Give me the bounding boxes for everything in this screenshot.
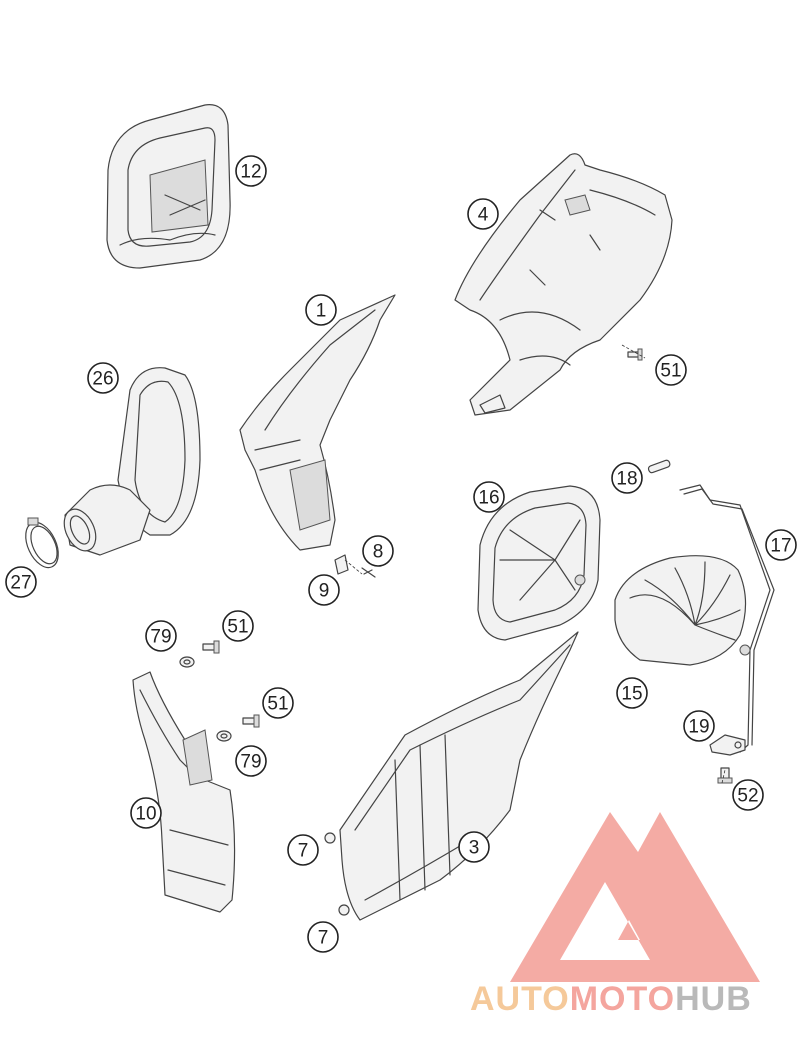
callout-number: 26 [92, 369, 113, 390]
callout-circle [235, 155, 267, 187]
part-7-clip-b [338, 904, 350, 916]
part-7-clip-a [324, 832, 336, 844]
callout-circle [262, 687, 294, 719]
callout-c51a: 51 [655, 354, 687, 386]
callout-c52: 52 [732, 779, 764, 811]
part-3-side-cover [339, 631, 579, 921]
callout-circle [362, 535, 394, 567]
callout-number: 15 [621, 684, 642, 705]
callout-circle [683, 710, 715, 742]
part-18-pin [647, 459, 671, 474]
callout-number: 1 [316, 301, 327, 322]
watermark-hub: HUB [675, 980, 752, 1018]
callout-circle [222, 610, 254, 642]
callout-circle [145, 620, 177, 652]
watermark-logo [510, 812, 760, 982]
callout-number: 7 [298, 841, 309, 862]
callout-circle [458, 831, 490, 863]
callout-number: 16 [478, 488, 499, 509]
watermark-moto: MOTO [570, 980, 675, 1018]
callout-c4: 4 [467, 198, 499, 230]
watermark-text: AUTOMOTOHUB [470, 980, 752, 1018]
callout-c18: 18 [611, 462, 643, 494]
callout-circle [655, 354, 687, 386]
part-51-bolt-c [627, 348, 643, 361]
callout-labels: 12 4 1 51 26 16 18 17 8 9 27 79 51 15 51 79 19 10 52 7 3 7 [5, 155, 797, 953]
callout-c12: 12 [235, 155, 267, 187]
callout-circle [765, 529, 797, 561]
part-10-air-duct [132, 671, 236, 913]
part-19-bracket [709, 734, 746, 756]
callout-number: 7 [318, 928, 329, 949]
callout-circle [308, 574, 340, 606]
callout-number: 10 [135, 804, 156, 825]
callout-number: 52 [737, 786, 758, 807]
callout-c8: 8 [362, 535, 394, 567]
part-51-bolt-b [242, 714, 260, 728]
callout-number: 51 [660, 361, 681, 382]
callout-number: 79 [150, 627, 171, 648]
callout-c16: 16 [473, 481, 505, 513]
callout-number: 51 [227, 617, 248, 638]
callout-number: 3 [469, 838, 480, 859]
callout-c7b: 7 [307, 921, 339, 953]
callout-circle [616, 677, 648, 709]
part-8-clip [361, 567, 376, 578]
callout-number: 8 [373, 542, 384, 563]
part-12-airbox-frame [106, 104, 231, 269]
callout-circle [5, 566, 37, 598]
part-26-intake-boot [63, 367, 201, 556]
callout-circle [305, 294, 337, 326]
callout-number: 4 [478, 205, 489, 226]
part-9-clip [334, 554, 349, 575]
callout-number: 9 [319, 581, 330, 602]
callout-c3: 3 [458, 831, 490, 863]
callout-number: 27 [10, 573, 31, 594]
leader-lines [344, 344, 726, 784]
callout-c26: 26 [87, 362, 119, 394]
callout-circle [287, 834, 319, 866]
callout-circle [611, 462, 643, 494]
callout-circle [87, 362, 119, 394]
callout-number: 79 [240, 752, 261, 773]
callout-c10: 10 [130, 797, 162, 829]
callout-c79a: 79 [145, 620, 177, 652]
callout-circle [307, 921, 339, 953]
callout-number: 18 [616, 469, 637, 490]
callout-c79b: 79 [235, 745, 267, 777]
callout-circle [130, 797, 162, 829]
callout-c19: 19 [683, 710, 715, 742]
part-16-filter-cage [477, 485, 601, 641]
callout-c51c: 51 [262, 687, 294, 719]
callout-circle [732, 779, 764, 811]
callout-number: 19 [688, 717, 709, 738]
callout-c7a: 7 [287, 834, 319, 866]
part-79-washer-b [216, 730, 232, 742]
part-79-washer-a [179, 656, 195, 668]
callout-c17: 17 [765, 529, 797, 561]
callout-c15: 15 [616, 677, 648, 709]
callout-number: 17 [770, 536, 791, 557]
part-52-screw [717, 767, 733, 784]
callout-c1: 1 [305, 294, 337, 326]
part-4-airbox [454, 153, 673, 416]
logo-triangle [510, 812, 760, 982]
callout-c9: 9 [308, 574, 340, 606]
callout-circle [235, 745, 267, 777]
callout-c27: 27 [5, 566, 37, 598]
part-17-filter-holder [679, 484, 775, 753]
part-27-clamp [25, 517, 59, 569]
callout-c51b: 51 [222, 610, 254, 642]
callout-circle [473, 481, 505, 513]
part-51-bolt-a [202, 640, 220, 654]
part-15-air-filter [614, 555, 747, 666]
part-1-side-panel [239, 294, 396, 551]
callout-number: 12 [240, 162, 261, 183]
watermark-auto: AUTO [470, 980, 570, 1018]
callout-circle [467, 198, 499, 230]
callout-number: 51 [267, 694, 288, 715]
